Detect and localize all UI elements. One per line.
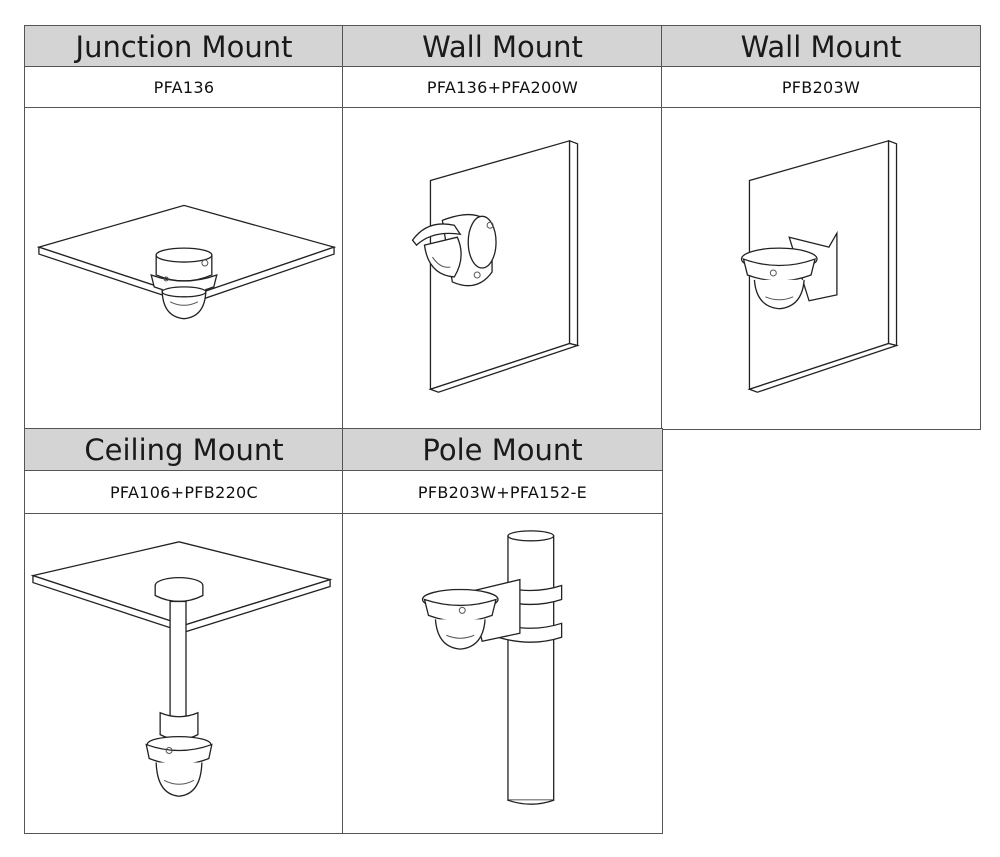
camera-wall-bracket-icon	[662, 108, 980, 429]
header-ceiling-mount: Ceiling Mount	[24, 428, 344, 472]
model-pfa136-pfa200w: PFA136+PFA200W	[342, 66, 663, 109]
header-junction-mount: Junction Mount	[24, 25, 344, 68]
header-wall-mount-1: Wall Mount	[342, 25, 663, 68]
junction-mount-illustration	[24, 107, 344, 430]
pole-mount-illustration	[342, 513, 663, 834]
model-pfb203w-pfa152-e: PFB203W+PFA152-E	[342, 470, 663, 515]
camera-pole-icon	[343, 514, 662, 833]
header-wall-mount-2: Wall Mount	[661, 25, 981, 68]
ceiling-mount-illustration	[24, 513, 344, 834]
header-pole-mount: Pole Mount	[342, 428, 663, 472]
wall-mount-junction-illustration	[342, 107, 663, 430]
wall-mount-bracket-illustration	[661, 107, 981, 430]
model-pfb203w: PFB203W	[661, 66, 981, 109]
model-pfa136: PFA136	[24, 66, 344, 109]
camera-pendant-icon	[25, 514, 343, 833]
model-pfa106-pfb220c: PFA106+PFB220C	[24, 470, 344, 515]
camera-ceiling-icon	[25, 108, 343, 429]
camera-wall-icon	[343, 108, 662, 429]
